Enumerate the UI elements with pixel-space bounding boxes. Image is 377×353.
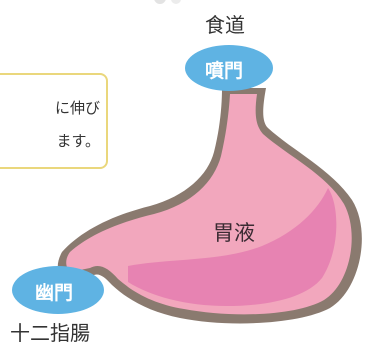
top-decoration — [154, 0, 166, 4]
callout-line-1: に伸び — [55, 97, 100, 118]
callout-box: に伸び ます。 — [0, 73, 108, 169]
cardia-label: 噴門 — [205, 56, 243, 83]
callout-line-2: ます。 — [56, 130, 100, 151]
duodenum-label: 十二指腸 — [10, 317, 90, 346]
esophagus-label: 食道 — [205, 9, 245, 38]
pylorus-label: 幽門 — [35, 278, 73, 305]
top-decoration-2 — [171, 0, 181, 4]
gastric-juice-label: 胃液 — [213, 217, 255, 247]
